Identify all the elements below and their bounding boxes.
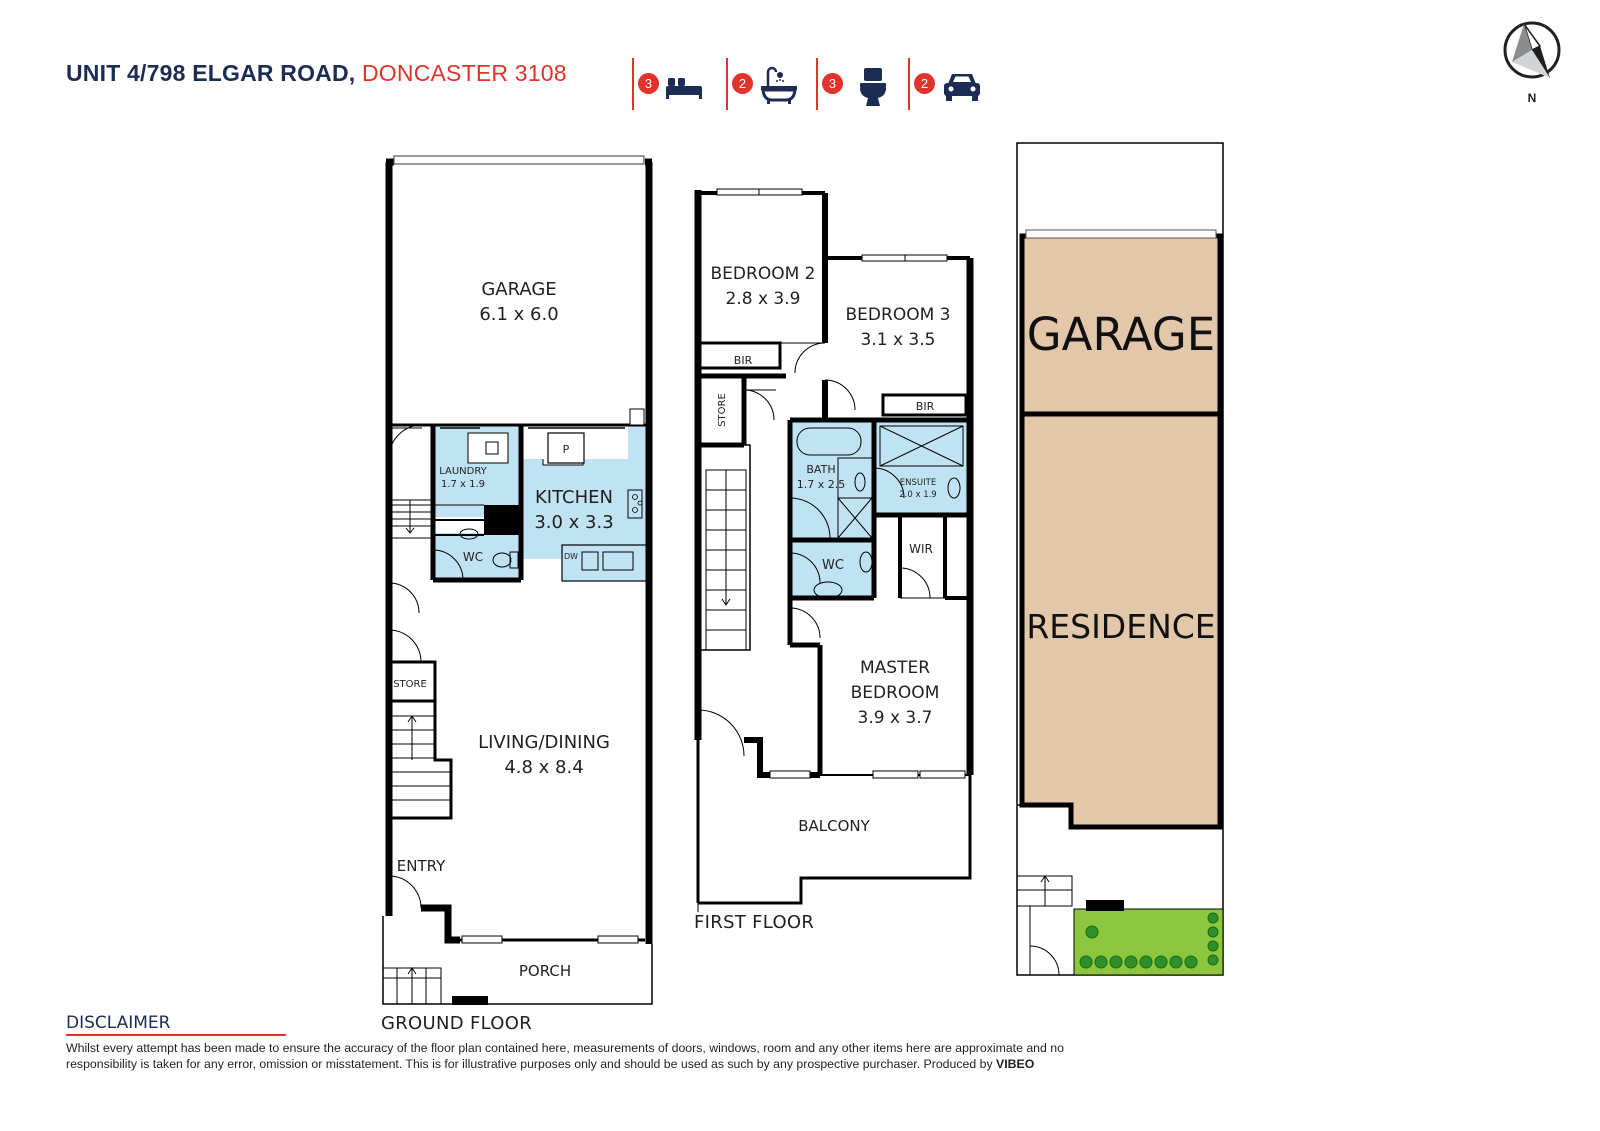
site-plan-labels: GARAGE RESIDENCE — [1026, 308, 1215, 646]
ensuite-name: ENSUITE — [900, 478, 936, 488]
ground-floor-plan — [382, 155, 653, 1005]
master-name-line2: BEDROOM — [851, 683, 940, 703]
producer-name: VIBEO — [996, 1057, 1035, 1071]
disclaimer-text: Whilst every attempt has been made to en… — [66, 1040, 1106, 1072]
living-dims: 4.8 x 8.4 — [504, 757, 583, 778]
first-floor-label: FIRST FLOOR — [694, 912, 815, 933]
laundry-dims: 1.7 x 1.9 — [441, 479, 485, 490]
disclaimer-body: Whilst every attempt has been made to en… — [66, 1041, 1064, 1071]
first-floor-plan — [694, 188, 974, 912]
bedroom2-name: BEDROOM 2 — [711, 264, 816, 284]
first-wc-label: WC — [822, 558, 844, 573]
bedroom-count: 3 — [638, 73, 659, 94]
site-plan — [1016, 142, 1224, 976]
living-name: LIVING/DINING — [478, 732, 610, 753]
ground-floor-label: GROUND FLOOR — [381, 1013, 533, 1034]
bed-icon — [666, 78, 702, 99]
ensuite-dims: 2.0 x 1.9 — [899, 490, 936, 500]
address-suburb: DONCASTER 3108 — [362, 60, 567, 86]
first-store-label: STORE — [717, 393, 728, 427]
car-count: 2 — [914, 73, 935, 94]
porch-label: PORCH — [519, 962, 571, 980]
bir-bed2-label: BIR — [734, 354, 753, 367]
dishwasher-label: DW — [564, 552, 578, 561]
site-garage-label: GARAGE — [1027, 308, 1215, 361]
bedroom2-dims: 2.8 x 3.9 — [726, 289, 801, 309]
bir-bed3-label: BIR — [916, 400, 935, 413]
kitchen-name: KITCHEN — [535, 487, 613, 508]
first-floor-labels: BEDROOM 2 2.8 x 3.9 BIR BEDROOM 3 3.1 x … — [711, 264, 951, 835]
toilet-count: 3 — [822, 73, 843, 94]
disclaimer-title: DISCLAIMER — [66, 1013, 171, 1033]
compass-north-icon: N — [1503, 21, 1561, 105]
ground-store-label: STORE — [393, 679, 427, 690]
address-street: UNIT 4/798 ELGAR ROAD, — [66, 60, 356, 86]
bath-name: BATH — [806, 463, 835, 476]
laundry-name: LAUNDRY — [439, 466, 487, 477]
bathroom-count: 2 — [732, 73, 753, 94]
bathtub-icon — [761, 66, 797, 104]
site-residence-label: RESIDENCE — [1026, 607, 1215, 646]
pantry-label: P — [563, 443, 570, 456]
compass-label: N — [1528, 91, 1537, 105]
property-address: UNIT 4/798 ELGAR ROAD, DONCASTER 3108 — [66, 60, 567, 87]
garage-name: GARAGE — [481, 279, 556, 300]
entry-label: ENTRY — [397, 857, 446, 875]
ground-wc-label: WC — [463, 550, 483, 564]
bath-dims: 1.7 x 2.5 — [797, 478, 846, 491]
ground-floor-labels: GARAGE 6.1 x 6.0 LAUNDRY 1.7 x 1.9 KITCH… — [393, 279, 613, 980]
bedroom3-name: BEDROOM 3 — [846, 305, 951, 325]
kitchen-dims: 3.0 x 3.3 — [534, 512, 613, 533]
toilet-icon — [860, 68, 886, 106]
bedroom3-dims: 3.1 x 3.5 — [861, 330, 936, 350]
balcony-label: BALCONY — [798, 817, 870, 835]
garage-dims: 6.1 x 6.0 — [479, 304, 558, 325]
disclaimer-underline — [66, 1034, 286, 1036]
master-dims: 3.9 x 3.7 — [858, 708, 933, 728]
wir-label: WIR — [909, 542, 933, 556]
car-icon — [944, 74, 980, 101]
master-name-line1: MASTER — [860, 658, 930, 678]
